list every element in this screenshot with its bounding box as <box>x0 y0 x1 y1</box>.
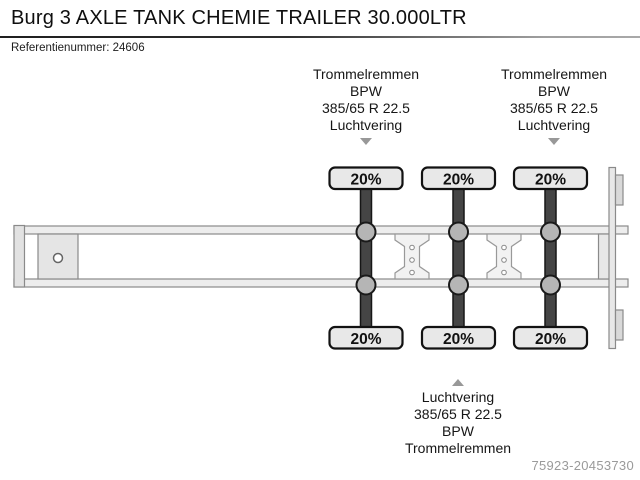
suspension-bearing-bottom <box>540 274 561 296</box>
spec-line-brakes: Trommelremmen <box>404 440 512 456</box>
chassis-top-rail <box>13 225 629 235</box>
spec-line-tyres: 385/65 R 22.5 <box>322 100 410 116</box>
cross-member-hole <box>409 244 415 251</box>
tyre-bottom <box>512 325 589 350</box>
tyre-load-label: 20% <box>443 172 474 189</box>
down-arrow-icon <box>547 138 560 145</box>
axle-info-block-front: Trommelremmen BPW 385/65 R 22.5 Luchtver… <box>313 66 419 145</box>
rear-pad-bottom <box>614 309 624 341</box>
axle-bar <box>544 176 557 340</box>
tyre-bottom <box>420 325 497 350</box>
axle-2: 20% 20% <box>420 166 497 350</box>
cross-member-hole <box>501 269 507 276</box>
chassis-bottom-rail <box>13 278 629 288</box>
axle-bar <box>359 176 373 340</box>
rear-pad-top <box>614 174 624 206</box>
chassis-front-cap <box>13 224 26 288</box>
cross-member-hole <box>501 244 507 251</box>
axle-1: 20% 20% <box>328 166 404 350</box>
spec-line-suspension: Luchtvering <box>421 389 495 405</box>
suspension-bearing-bottom <box>448 274 469 296</box>
tyre-load-label: 20% <box>443 331 474 348</box>
tyre-load-label: 20% <box>535 172 566 189</box>
axle-info-block-middle: Luchtvering 385/65 R 22.5 BPW Trommelrem… <box>405 379 511 457</box>
spec-line-tyres: 385/65 R 22.5 <box>510 100 598 116</box>
axle-3: 20% 20% <box>512 166 589 350</box>
watermark-code: 75923-20453730 <box>531 458 634 473</box>
tyre-load-label: 20% <box>350 172 381 189</box>
axle-bar <box>452 176 465 340</box>
suspension-bearing-bottom <box>355 274 377 296</box>
cross-member-plate <box>486 233 522 280</box>
up-arrow-icon <box>451 379 464 386</box>
spec-line-suspension: Luchtvering <box>517 117 591 133</box>
spec-line-brand: BPW <box>442 423 474 439</box>
cross-member-hole <box>409 257 415 263</box>
reference-number: Referentienummer: 24606 <box>11 42 145 54</box>
tyre-top <box>420 166 497 191</box>
rear-cross-member <box>597 233 611 280</box>
tyre-top <box>512 166 589 191</box>
tyre-load-label: 20% <box>535 331 566 348</box>
cross-member-hole <box>501 257 507 263</box>
tyre-load-label: 20% <box>350 331 381 348</box>
page-title: Burg 3 AXLE TANK CHEMIE TRAILER 30.000LT… <box>11 7 467 29</box>
spec-line-tyres: 385/65 R 22.5 <box>414 406 502 422</box>
spec-line-brand: BPW <box>538 83 570 99</box>
axle-info-block-rear: Trommelremmen BPW 385/65 R 22.5 Luchtver… <box>501 66 607 145</box>
spec-line-brand: BPW <box>350 83 382 99</box>
title-divider <box>0 36 640 38</box>
suspension-bearing-top <box>448 221 469 243</box>
spec-line-suspension: Luchtvering <box>329 117 403 133</box>
suspension-bearing-top <box>355 221 377 243</box>
kingpin-hole <box>52 252 64 264</box>
cross-member-2 <box>486 233 522 280</box>
tyre-bottom <box>328 325 404 350</box>
tyre-top <box>328 166 404 191</box>
down-arrow-icon <box>359 138 372 145</box>
spec-line-brakes: Trommelremmen <box>312 66 420 82</box>
rear-bumper-plate <box>608 166 617 350</box>
spec-line-brakes: Trommelremmen <box>500 66 608 82</box>
suspension-bearing-top <box>540 221 561 243</box>
cross-member-plate <box>394 233 430 280</box>
cross-member-hole <box>409 269 415 276</box>
cross-member-1 <box>394 233 430 280</box>
